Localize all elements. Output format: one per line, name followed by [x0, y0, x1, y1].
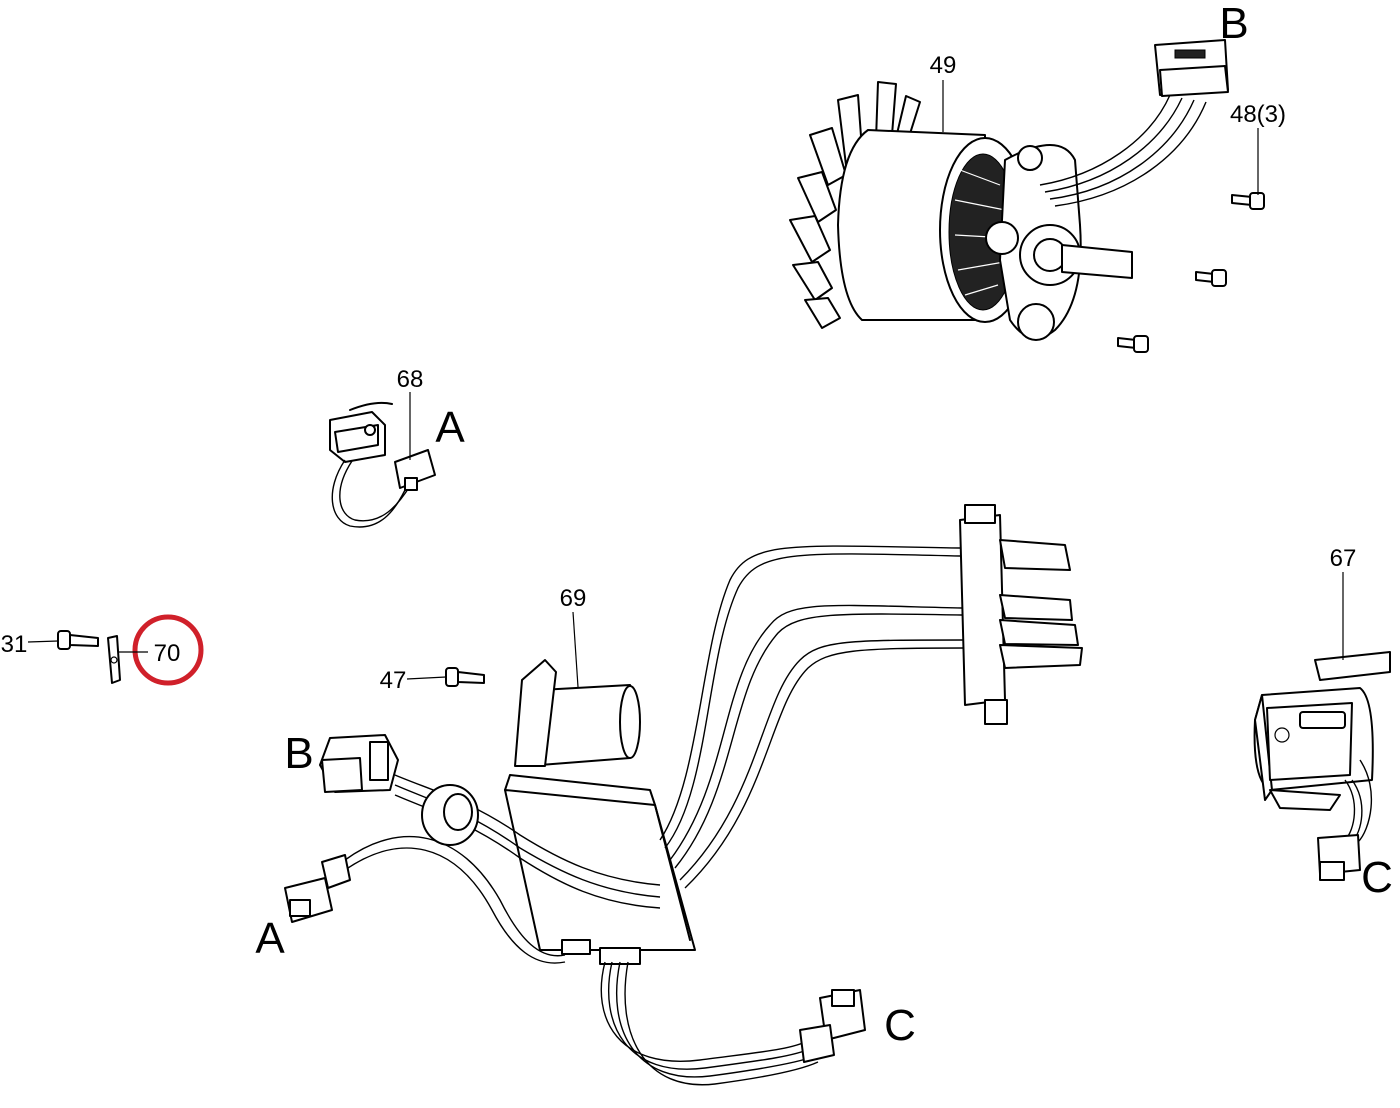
- motor-assembly: [789, 39, 1229, 341]
- b-connector-harness: [319, 734, 399, 793]
- washer-70: [107, 635, 121, 684]
- callout-49: 49: [930, 52, 957, 79]
- letter-a-switch: A: [435, 403, 465, 452]
- callout-31: 31: [1, 631, 28, 658]
- controller-assembly: [504, 659, 696, 965]
- letter-c-harness: C: [884, 1001, 916, 1050]
- leader-lines: [27, 80, 1344, 688]
- highlight-ring-70: [132, 614, 204, 686]
- letter-b-harness: B: [284, 729, 313, 778]
- letter-a-harness: A: [255, 914, 285, 963]
- screw-47: [445, 667, 485, 687]
- a-connector-harness: [284, 854, 351, 923]
- callout-70: 70: [154, 640, 181, 667]
- callout-47: 47: [380, 667, 407, 694]
- harness-wires: [344, 545, 966, 1086]
- callout-67: 67: [1330, 545, 1357, 572]
- callout-69: 69: [560, 585, 587, 612]
- fan-blades: [789, 81, 921, 329]
- callout-48: 48(3): [1230, 101, 1286, 128]
- callout-68: 68: [397, 366, 424, 393]
- connector-letters: B A B A C C: [255, 0, 1393, 1050]
- motor-screws: [1117, 192, 1265, 353]
- switch-panel-assembly: [1253, 651, 1391, 881]
- letter-b-motor: B: [1219, 0, 1248, 48]
- screw-31: [57, 630, 99, 650]
- letter-c-panel: C: [1361, 853, 1393, 902]
- microswitch-assembly: [329, 401, 436, 528]
- callout-labels: 49 48(3) 68 69 67 47 31 70: [1, 52, 1357, 694]
- c-connector-harness: [799, 989, 866, 1063]
- terminal-block: [959, 504, 1083, 725]
